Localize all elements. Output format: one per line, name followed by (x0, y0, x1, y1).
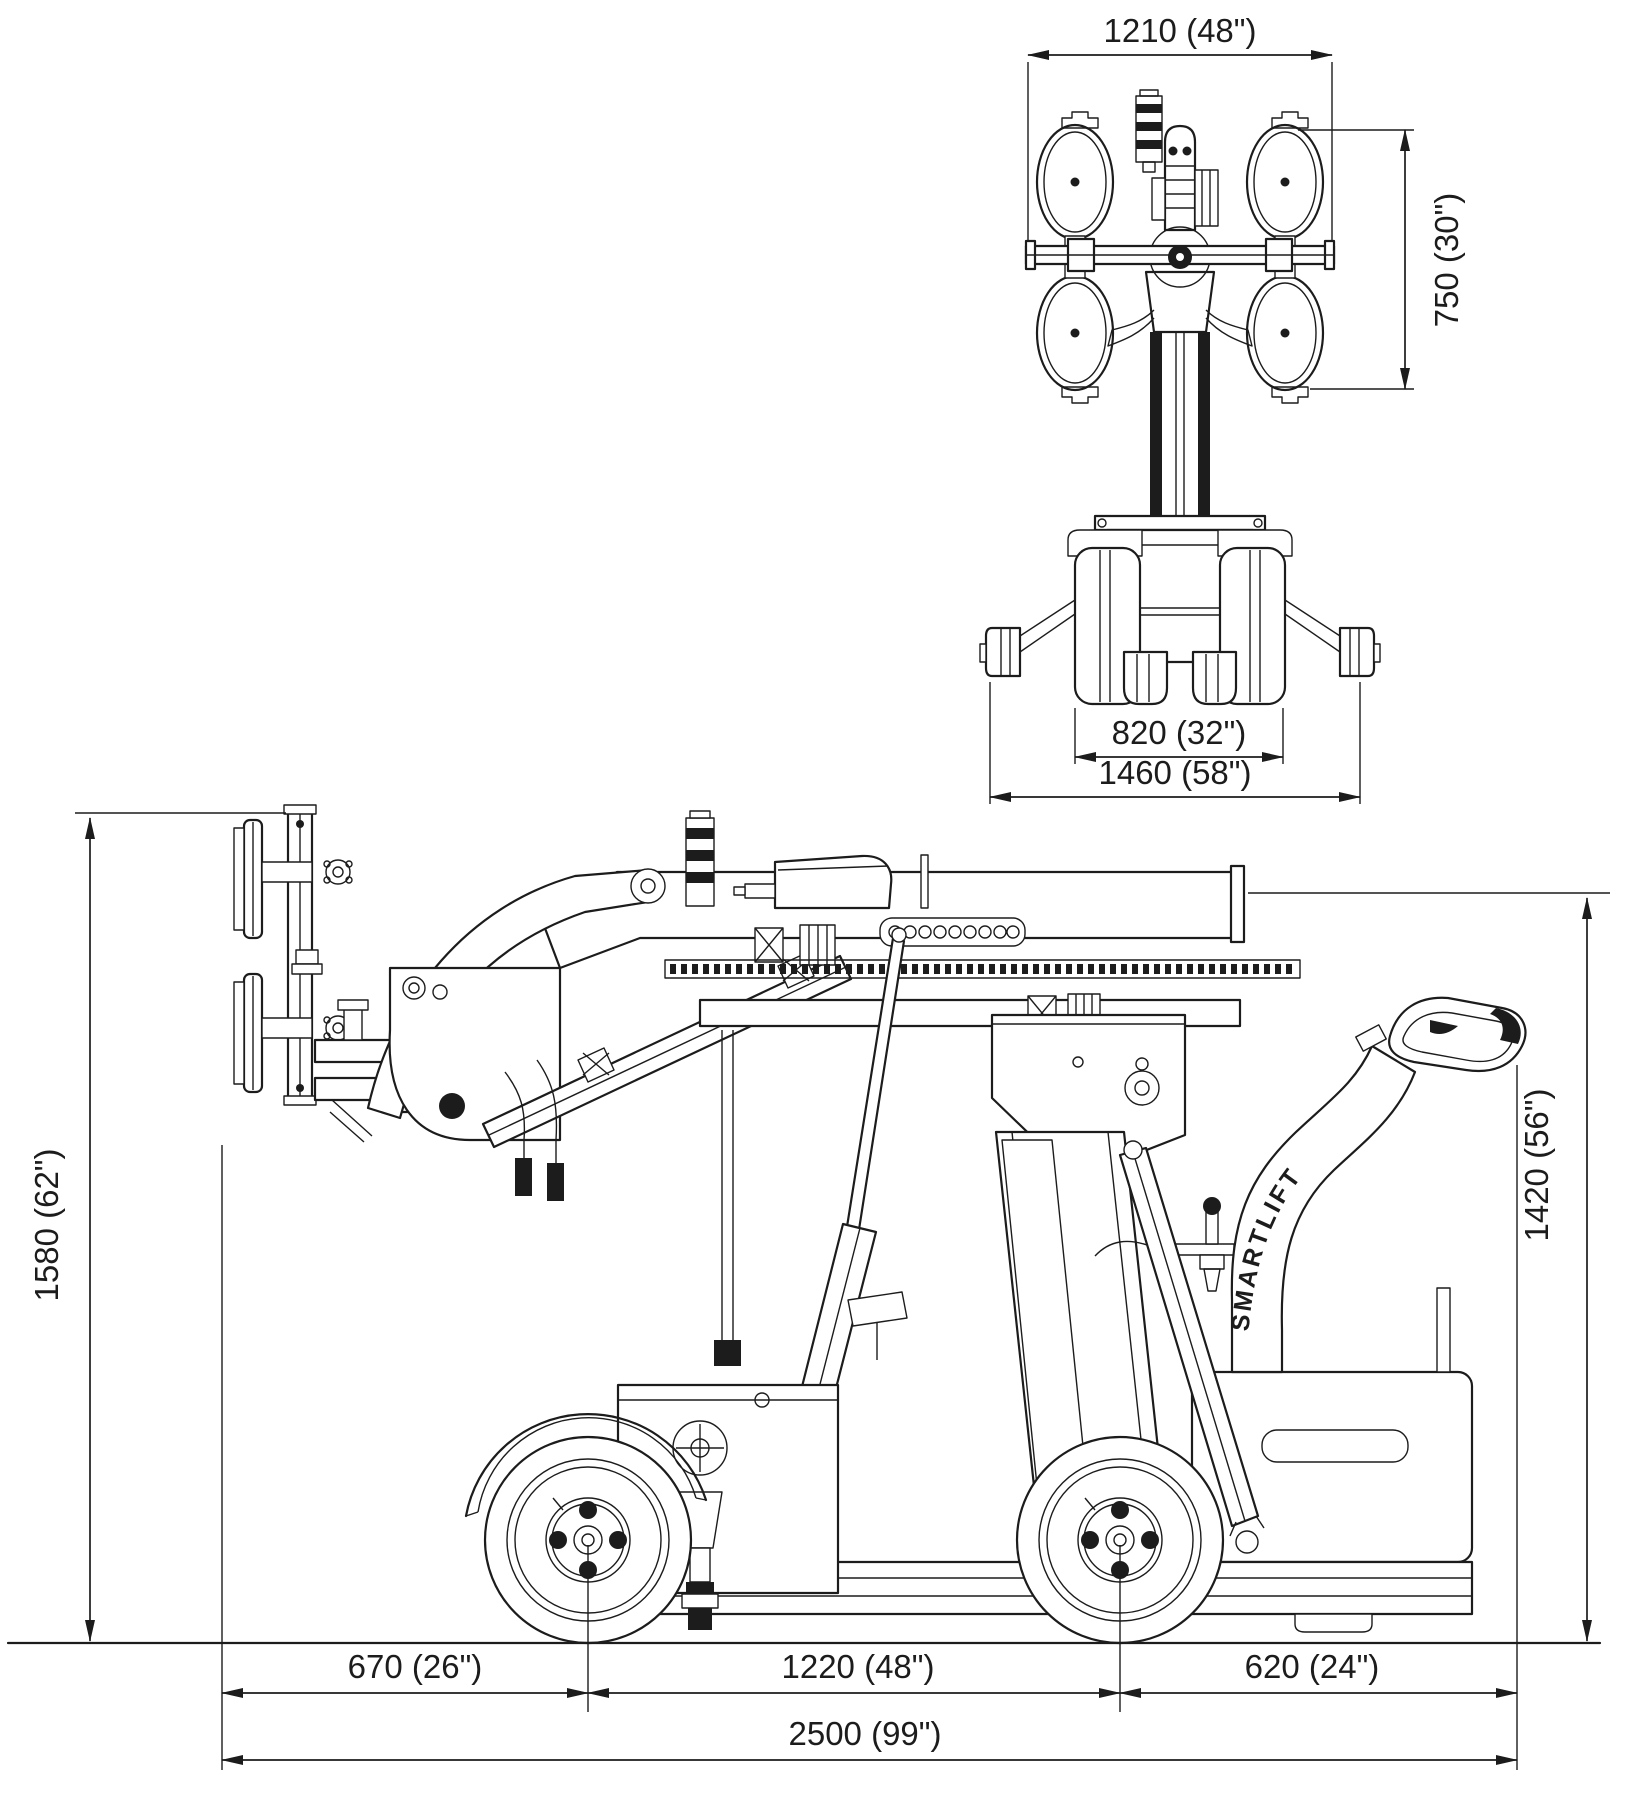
dimension-front-offset: 670 (26") (221, 1648, 589, 1698)
front-fender (464, 1413, 708, 1518)
beacon-light (1135, 89, 1163, 173)
suction-cup (1245, 111, 1325, 241)
dimension-suction-frame-height: 750 (30") (1298, 129, 1465, 390)
pad-clamp (261, 859, 353, 885)
dim-label-overall-length: 2500 (99") (789, 1715, 942, 1752)
dim-label-outrigger-track: 1460 (58") (1099, 754, 1252, 791)
dimension-handle-height: 1420 (56") (1248, 892, 1610, 1642)
dimension-wheel-track: 820 (32") (1074, 708, 1284, 764)
suction-pad-side (233, 972, 264, 1094)
dimension-lift-height: 1580 (62") (28, 812, 286, 1642)
side-view: SMARTLIFT 1580 (62") 1420 (56") 670 (26"… (6, 804, 1610, 1770)
inner-wheel (1122, 650, 1169, 706)
antenna (920, 854, 929, 909)
dim-label-wheel-track: 820 (32") (1112, 714, 1247, 751)
outrigger-right (1284, 599, 1381, 678)
dim-label-suction-frame-height: 750 (30") (1428, 193, 1465, 328)
dimension-wheelbase: 1220 (48") (587, 1648, 1121, 1698)
suction-cup (1245, 274, 1325, 404)
joystick-console (1094, 1197, 1235, 1292)
step-pedal (847, 1291, 908, 1360)
dimension-extension-lines (221, 1065, 1518, 1770)
dimension-overall-width: 1210 (48") (1027, 12, 1333, 242)
suction-cup (1035, 111, 1115, 241)
hose-drop (714, 1030, 741, 1366)
rear-wheel (1015, 1435, 1225, 1645)
dim-label-rear-offset: 620 (24") (1245, 1648, 1380, 1685)
dimension-overall-length: 2500 (99") (221, 1715, 1518, 1765)
handle-grip (1388, 996, 1527, 1072)
suction-cup (1035, 274, 1115, 404)
dim-label-wheelbase: 1220 (48") (782, 1648, 935, 1685)
dimension-rear-offset: 620 (24") (1119, 1648, 1518, 1698)
dim-label-front-offset: 670 (26") (348, 1648, 483, 1685)
motor-housing (733, 854, 893, 910)
outrigger-left (979, 599, 1076, 678)
handle (1230, 1024, 1417, 1374)
dim-label-lift-height: 1580 (62") (28, 1149, 65, 1302)
beacon-light-side (685, 810, 715, 907)
guide-rails (698, 924, 1242, 1033)
dimension-outrigger-track: 1460 (58") (989, 682, 1361, 804)
dim-label-overall-width: 1210 (48") (1104, 12, 1257, 49)
inner-wheel (1191, 650, 1238, 706)
top-view: 1210 (48") 750 (30") 820 (32") 1460 (58"… (979, 12, 1465, 804)
suction-pad-side (233, 818, 264, 940)
hydraulic-hoses (504, 1059, 564, 1201)
tilt-cylinder (1118, 1140, 1265, 1554)
pad-clamp (261, 1015, 353, 1041)
mast-rails (1150, 332, 1210, 516)
dim-label-handle-height: 1420 (56") (1518, 1089, 1555, 1242)
pivot-plate (291, 949, 562, 1142)
mast-housing (1107, 270, 1253, 347)
toothed-rack (664, 959, 1301, 979)
mast-head (1151, 124, 1219, 232)
